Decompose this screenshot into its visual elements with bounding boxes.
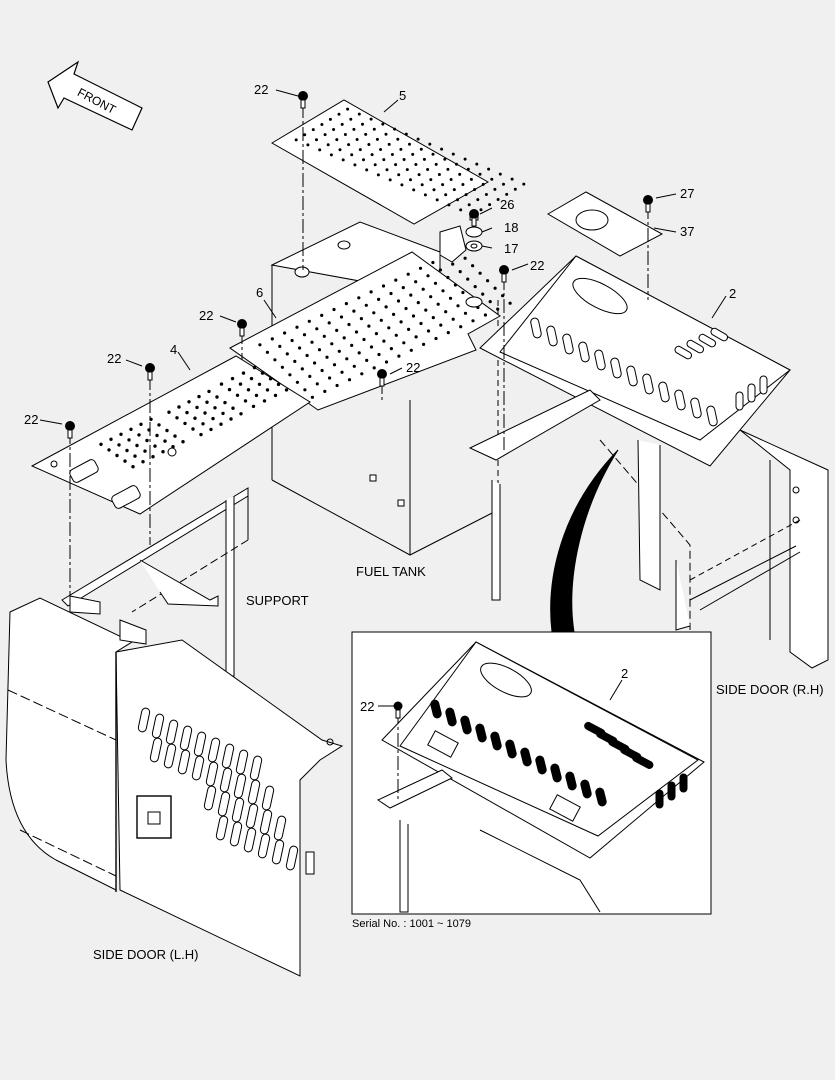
callout-22-left6: 22 [199, 308, 214, 323]
support-frame [61, 487, 249, 677]
bolt-icons [65, 91, 653, 439]
fuel-tank-label: FUEL TANK [356, 564, 426, 579]
cover-plate-2 [479, 255, 791, 467]
support-label: SUPPORT [246, 593, 309, 608]
callout-22-center: 22 [406, 360, 421, 375]
front-arrow-icon [47, 60, 143, 131]
callout-26: 26 [500, 197, 515, 212]
detail-pointer [550, 449, 619, 633]
callout-22-inset: 22 [360, 699, 375, 714]
side-door-lh-label: SIDE DOOR (L.H) [93, 947, 199, 962]
callout-22-top: 22 [254, 82, 269, 97]
inset-detail [351, 631, 712, 915]
callout-18: 18 [504, 220, 519, 235]
right-frame [468, 389, 691, 631]
serial-number-label: Serial No. : 1001 ~ 1079 [352, 918, 471, 930]
side-door-rh [689, 429, 829, 669]
cover-plate-6 [229, 249, 512, 411]
callout-6: 6 [256, 285, 264, 300]
callout-27: 27 [680, 186, 695, 201]
callout-22-left4: 22 [107, 351, 122, 366]
side-door-rh-label: SIDE DOOR (R.H) [716, 682, 824, 697]
callout-leaders [39, 89, 727, 425]
side-door-lh [5, 595, 344, 977]
cover-plate-4 [30, 355, 311, 515]
callout-22-mid: 22 [530, 258, 545, 273]
gasket-plate-37 [547, 191, 664, 257]
leader-lines [69, 104, 649, 600]
callout-37: 37 [680, 224, 695, 239]
callout-22-far-left: 22 [24, 412, 39, 427]
callout-2: 2 [729, 286, 737, 301]
callout-17: 17 [504, 241, 519, 256]
cover-plate-5 [271, 99, 526, 225]
callout-2-inset: 2 [621, 666, 629, 681]
callout-5: 5 [399, 88, 407, 103]
callout-4: 4 [170, 342, 178, 357]
